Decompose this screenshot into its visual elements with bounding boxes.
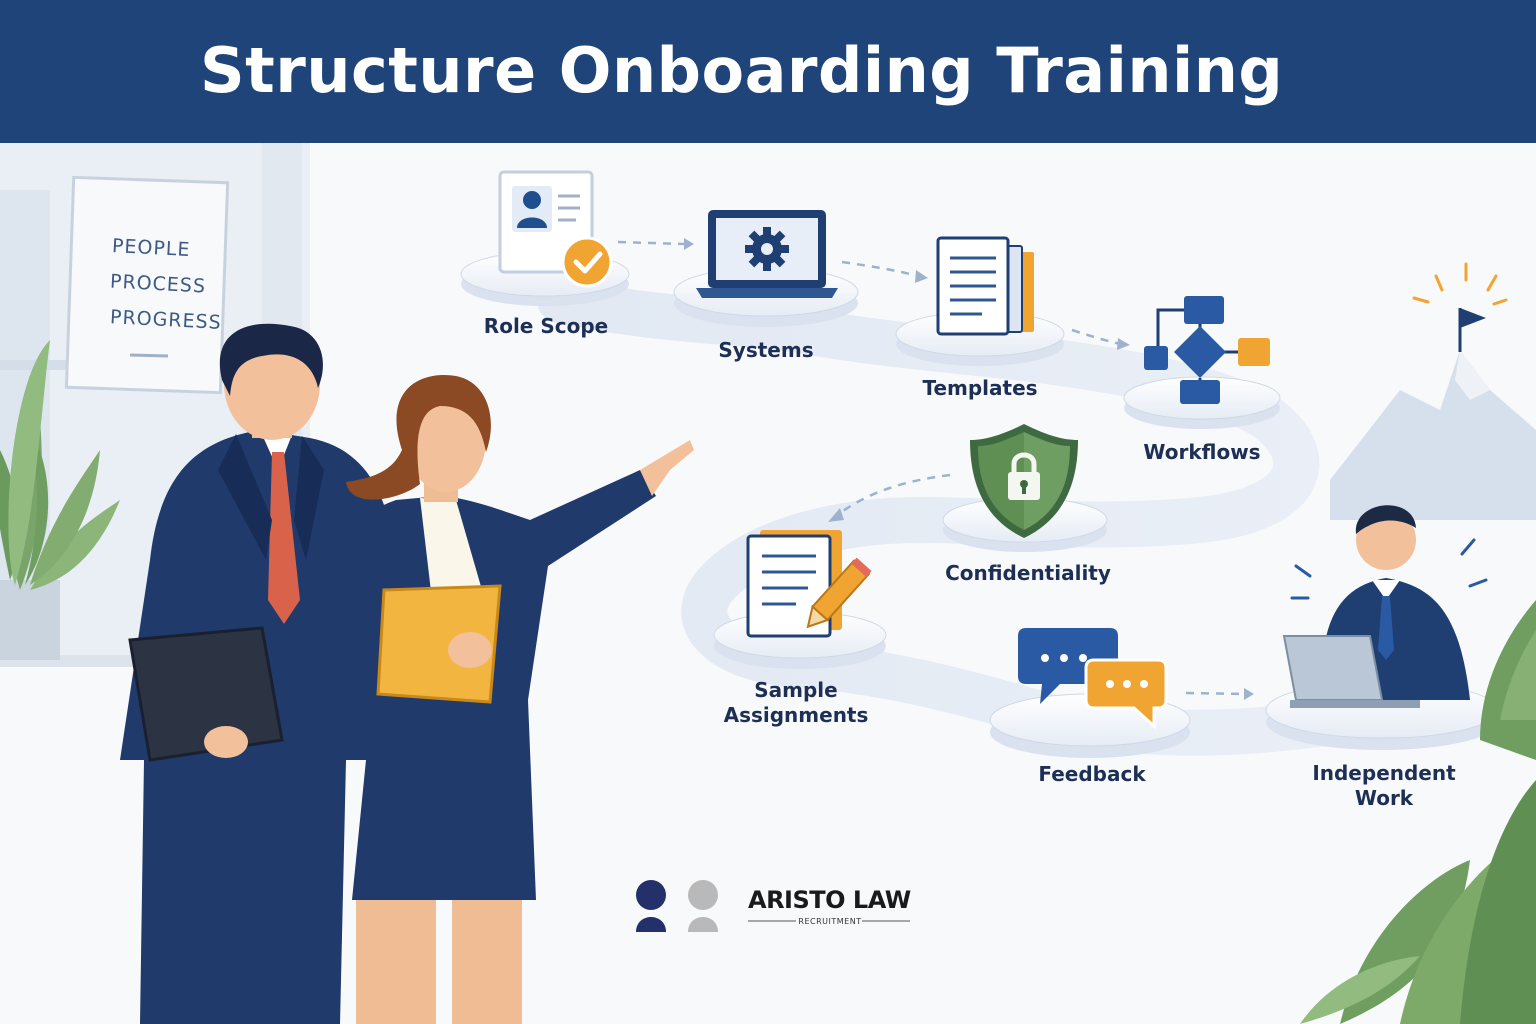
- shield-lock-icon: [970, 424, 1078, 538]
- step-role-scope: Role Scope: [483, 314, 609, 338]
- page-title: Structure Onboarding Training: [200, 34, 1284, 107]
- header-banner: Structure Onboarding Training: [0, 0, 1536, 143]
- aristo-law-logo-mark: [636, 880, 910, 932]
- step-systems: Systems: [718, 338, 814, 362]
- arrow-heads: [684, 238, 1254, 700]
- step-templates: Templates: [922, 376, 1038, 400]
- step-independent-work: Independent Work: [1312, 761, 1456, 810]
- document-pencil-icon: [746, 530, 872, 638]
- right-plant-icon: [1300, 600, 1536, 1024]
- illustration-svg: [0, 143, 1536, 1024]
- person-laptop-icon: [1282, 505, 1488, 708]
- illustration-canvas: PEOPLE PROCESS PROGRESS Role Scope Syste…: [0, 143, 1536, 1024]
- dashed-arrows: [617, 240, 1247, 696]
- sign-line-people: PEOPLE: [111, 234, 191, 262]
- mountain-flag-icon: [1330, 262, 1536, 520]
- woman-figure: [331, 374, 694, 1024]
- left-plant-icon: [0, 340, 120, 660]
- logo-name: ARISTO LAW: [748, 886, 911, 914]
- documents-icon: [936, 236, 1034, 336]
- step-sample-assignments: Sample Assignments: [723, 678, 869, 727]
- step-feedback: Feedback: [1038, 762, 1146, 786]
- step-workflows: Workflows: [1143, 440, 1261, 464]
- chat-bubbles-icon: [1018, 628, 1168, 730]
- flowchart-icon: [1144, 296, 1270, 404]
- logo-tagline: RECRUITMENT: [798, 917, 862, 926]
- laptop-gear-icon: [696, 210, 838, 298]
- office-sign: [64, 175, 230, 395]
- step-confidentiality: Confidentiality: [945, 561, 1111, 585]
- profile-card-check-icon: [498, 170, 613, 288]
